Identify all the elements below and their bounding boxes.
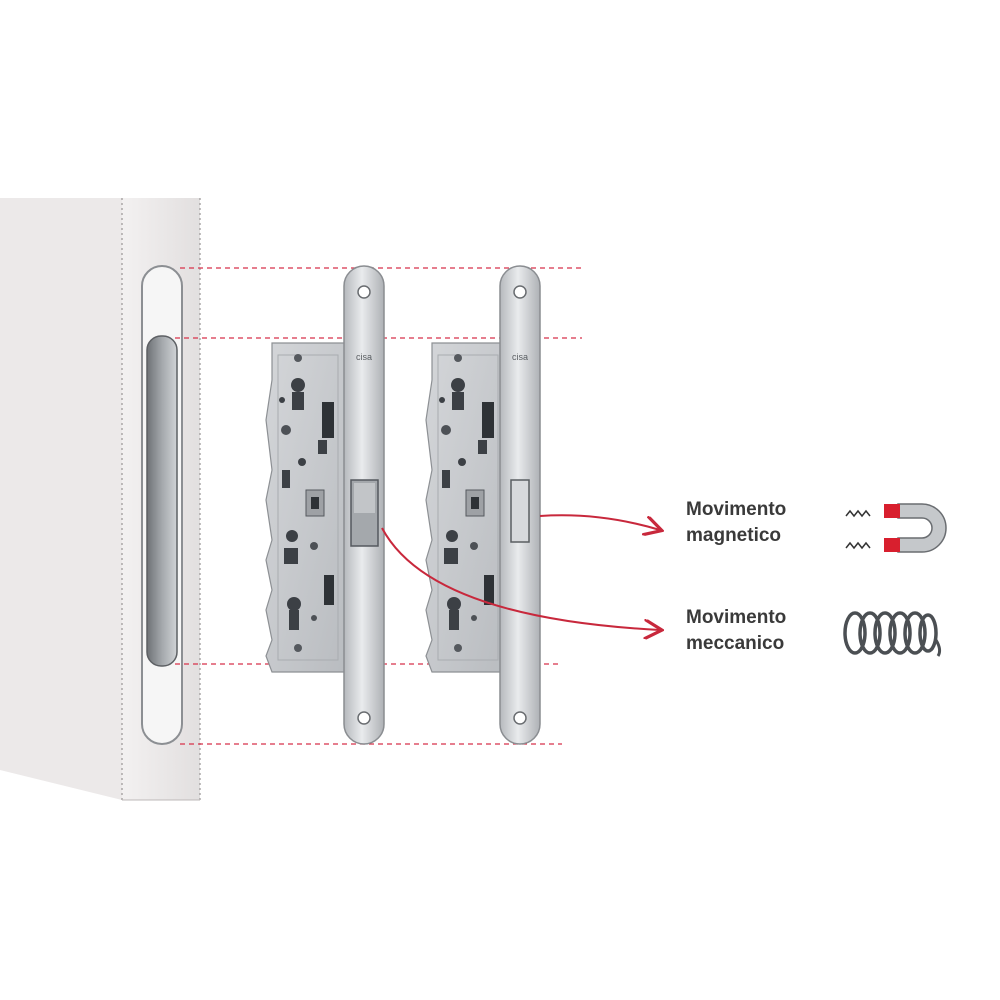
faceplate-screw-hole (357, 285, 371, 299)
door-face (0, 198, 122, 800)
faceplate-screw-hole (357, 711, 371, 725)
label-line: Movimento (686, 499, 787, 520)
coil-spring-icon (843, 611, 942, 657)
faceplate-screw-hole (513, 711, 527, 725)
label-line: meccanico (686, 633, 785, 654)
door (0, 198, 201, 801)
brand-mark: cisa (356, 352, 372, 362)
arrow-to-magnetic (539, 514, 660, 530)
brand-mark: cisa (512, 352, 528, 362)
horseshoe-magnet-icon (845, 503, 947, 553)
faceplate-recess (146, 335, 178, 667)
lock-magnetic: cisa (425, 265, 541, 745)
magnetic-latch-recess (510, 479, 530, 543)
label-line: Movimento (686, 607, 787, 628)
arrow-to-mechanical (381, 527, 660, 630)
faceplate-screw-hole (513, 285, 527, 299)
lock-mechanical: cisa (265, 265, 385, 745)
magnetic-movement-label: Movimento magnetico (686, 497, 786, 549)
label-line: magnetico (686, 525, 782, 546)
lock-body (265, 342, 347, 673)
mechanical-movement-label: Movimento meccanico (686, 605, 786, 657)
lock-body (425, 342, 507, 673)
